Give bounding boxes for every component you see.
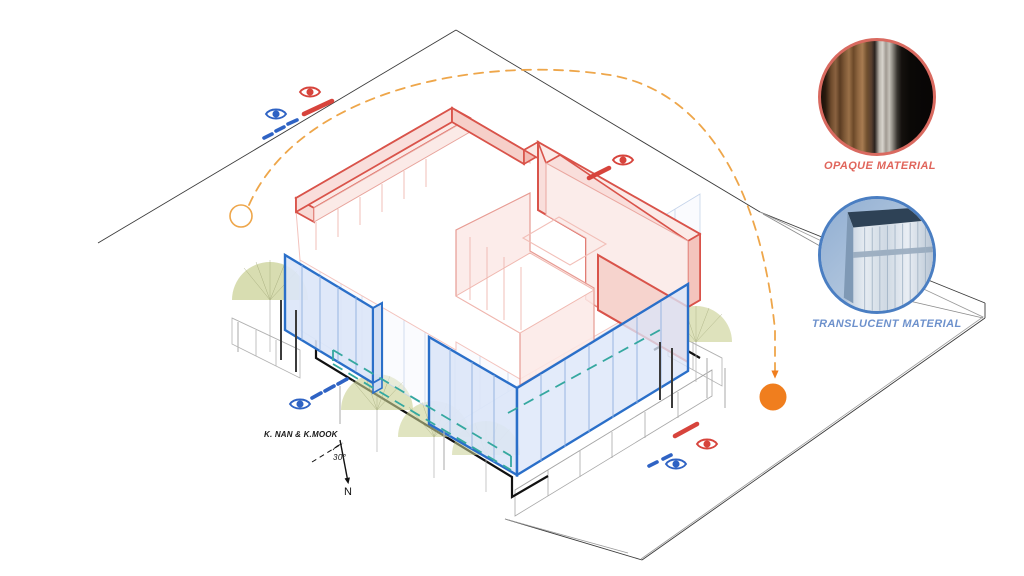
north-arrow	[311, 439, 350, 485]
eye-pupil	[703, 440, 711, 448]
translucent-mullions	[301, 265, 662, 462]
translucent-material-label: TRANSLUCENT MATERIAL	[812, 318, 962, 330]
view-direction-dashes	[672, 421, 700, 439]
courtyard-floor	[455, 252, 595, 334]
sunrise-marker	[229, 204, 253, 228]
eye-pupil	[272, 110, 280, 118]
teal-dashed-boundary	[332, 329, 661, 471]
translucent-west-step	[372, 376, 383, 395]
view-direction-dashes	[647, 453, 673, 468]
north-angle-label: 30°	[333, 453, 347, 462]
sunset-marker	[759, 383, 787, 411]
translucent-swatch-art	[821, 199, 933, 311]
view-direction-dashes	[310, 377, 349, 400]
front-terrace-slab	[514, 369, 713, 517]
view-marker-sw-blue[interactable]	[288, 377, 349, 410]
opaque-material-swatch[interactable]	[818, 38, 936, 156]
opaque-material-label: OPAQUE MATERIAL	[824, 160, 936, 172]
upper-mullions-west	[315, 159, 427, 250]
translucent-wall-west-return	[372, 301, 383, 385]
view-direction-dashes	[301, 98, 335, 117]
view-direction-dashes	[262, 118, 299, 140]
north-label: N	[344, 486, 353, 498]
view-marker-se-blue[interactable]	[647, 453, 688, 470]
eye-pupil	[296, 400, 304, 408]
view-direction-dashes	[586, 165, 612, 181]
upper-mullions-court	[469, 237, 522, 330]
opaque-wall-east-top	[536, 140, 702, 242]
translucent-material-swatch[interactable]	[818, 196, 936, 314]
view-marker-nw-blue[interactable]	[262, 108, 299, 140]
eye-pupil	[672, 460, 680, 468]
translucent-mass-blue	[283, 252, 690, 478]
eye-pupil	[306, 88, 314, 96]
view-marker-nw-red[interactable]	[298, 86, 335, 117]
authors-credit: K. NAN & K.MOOK	[264, 430, 338, 439]
translucent-wall-southeast	[515, 281, 690, 478]
roof-skylight	[521, 216, 608, 266]
columns	[280, 300, 673, 408]
view-marker-ne-red[interactable]	[586, 154, 635, 181]
view-marker-se-red[interactable]	[672, 421, 719, 450]
opaque-wall-notch	[687, 232, 701, 309]
sun-path-arc	[229, 68, 787, 411]
columns-light	[237, 322, 726, 470]
eye-pupil	[619, 156, 627, 164]
